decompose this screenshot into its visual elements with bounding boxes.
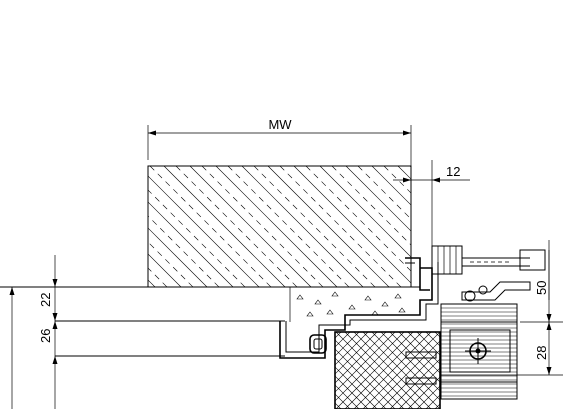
mw-label: MW: [268, 117, 292, 132]
mw-dimension: MW: [147, 117, 412, 160]
frame-block: [440, 303, 518, 400]
dim-50-label: 50: [534, 281, 549, 295]
dim-22-label: 22: [38, 293, 53, 307]
gap-12-dimension: 12: [393, 160, 470, 255]
door-panel-insulation: [334, 331, 441, 409]
fixing-bracket: [431, 240, 550, 302]
dim-28-label: 28: [534, 346, 549, 360]
floor-layers: [0, 286, 420, 357]
right-dimension-chain: 50 28: [440, 250, 563, 376]
dim-26-label: 26: [38, 329, 53, 343]
masonry-wall: [147, 165, 412, 288]
threshold-profile: [279, 257, 439, 359]
gap-12-label: 12: [446, 164, 460, 179]
left-dimension-chain: 22 26: [9, 255, 58, 409]
